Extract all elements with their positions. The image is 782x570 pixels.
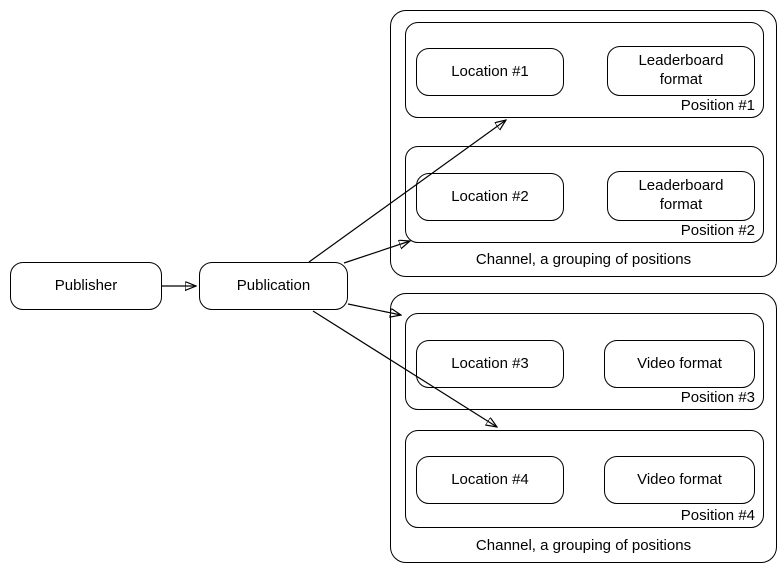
location-label: Location #3	[451, 354, 529, 372]
format-label: Video format	[637, 470, 722, 488]
location-node-2: Location #2	[416, 173, 564, 221]
format-node-4: Video format	[604, 456, 755, 504]
location-label: Location #4	[451, 470, 529, 488]
position-box-4: Location #4 Video format Position #4	[405, 430, 764, 528]
format-label: Leaderboard format	[638, 52, 724, 88]
location-node-1: Location #1	[416, 48, 564, 96]
location-node-3: Location #3	[416, 340, 564, 388]
location-label: Location #1	[451, 62, 529, 80]
format-node-2: Leaderboard format	[607, 171, 755, 221]
publisher-node: Publisher	[10, 262, 162, 310]
location-node-4: Location #4	[416, 456, 564, 504]
publisher-label: Publisher	[54, 276, 118, 294]
position-box-3: Location #3 Video format Position #3	[405, 313, 764, 410]
position-label-2: Position #2	[680, 222, 755, 239]
publication-node: Publication	[199, 262, 348, 310]
position-label-3: Position #3	[680, 389, 755, 406]
format-label: Video format	[637, 354, 722, 372]
location-label: Location #2	[451, 187, 529, 205]
channel-box-1: Location #1 Leaderboard format Position …	[390, 10, 777, 277]
position-box-2: Location #2 Leaderboard format Position …	[405, 146, 764, 243]
format-label: Leaderboard format	[638, 177, 724, 213]
publication-label: Publication	[236, 276, 311, 294]
position-box-1: Location #1 Leaderboard format Position …	[405, 22, 764, 118]
position-label-4: Position #4	[680, 507, 755, 524]
channel-box-2: Location #3 Video format Position #3 Loc…	[390, 293, 777, 563]
channel-caption-2: Channel, a grouping of positions	[475, 537, 692, 554]
position-label-1: Position #1	[680, 97, 755, 114]
format-node-1: Leaderboard format	[607, 46, 755, 96]
format-node-3: Video format	[604, 340, 755, 388]
channel-caption-1: Channel, a grouping of positions	[475, 251, 692, 268]
